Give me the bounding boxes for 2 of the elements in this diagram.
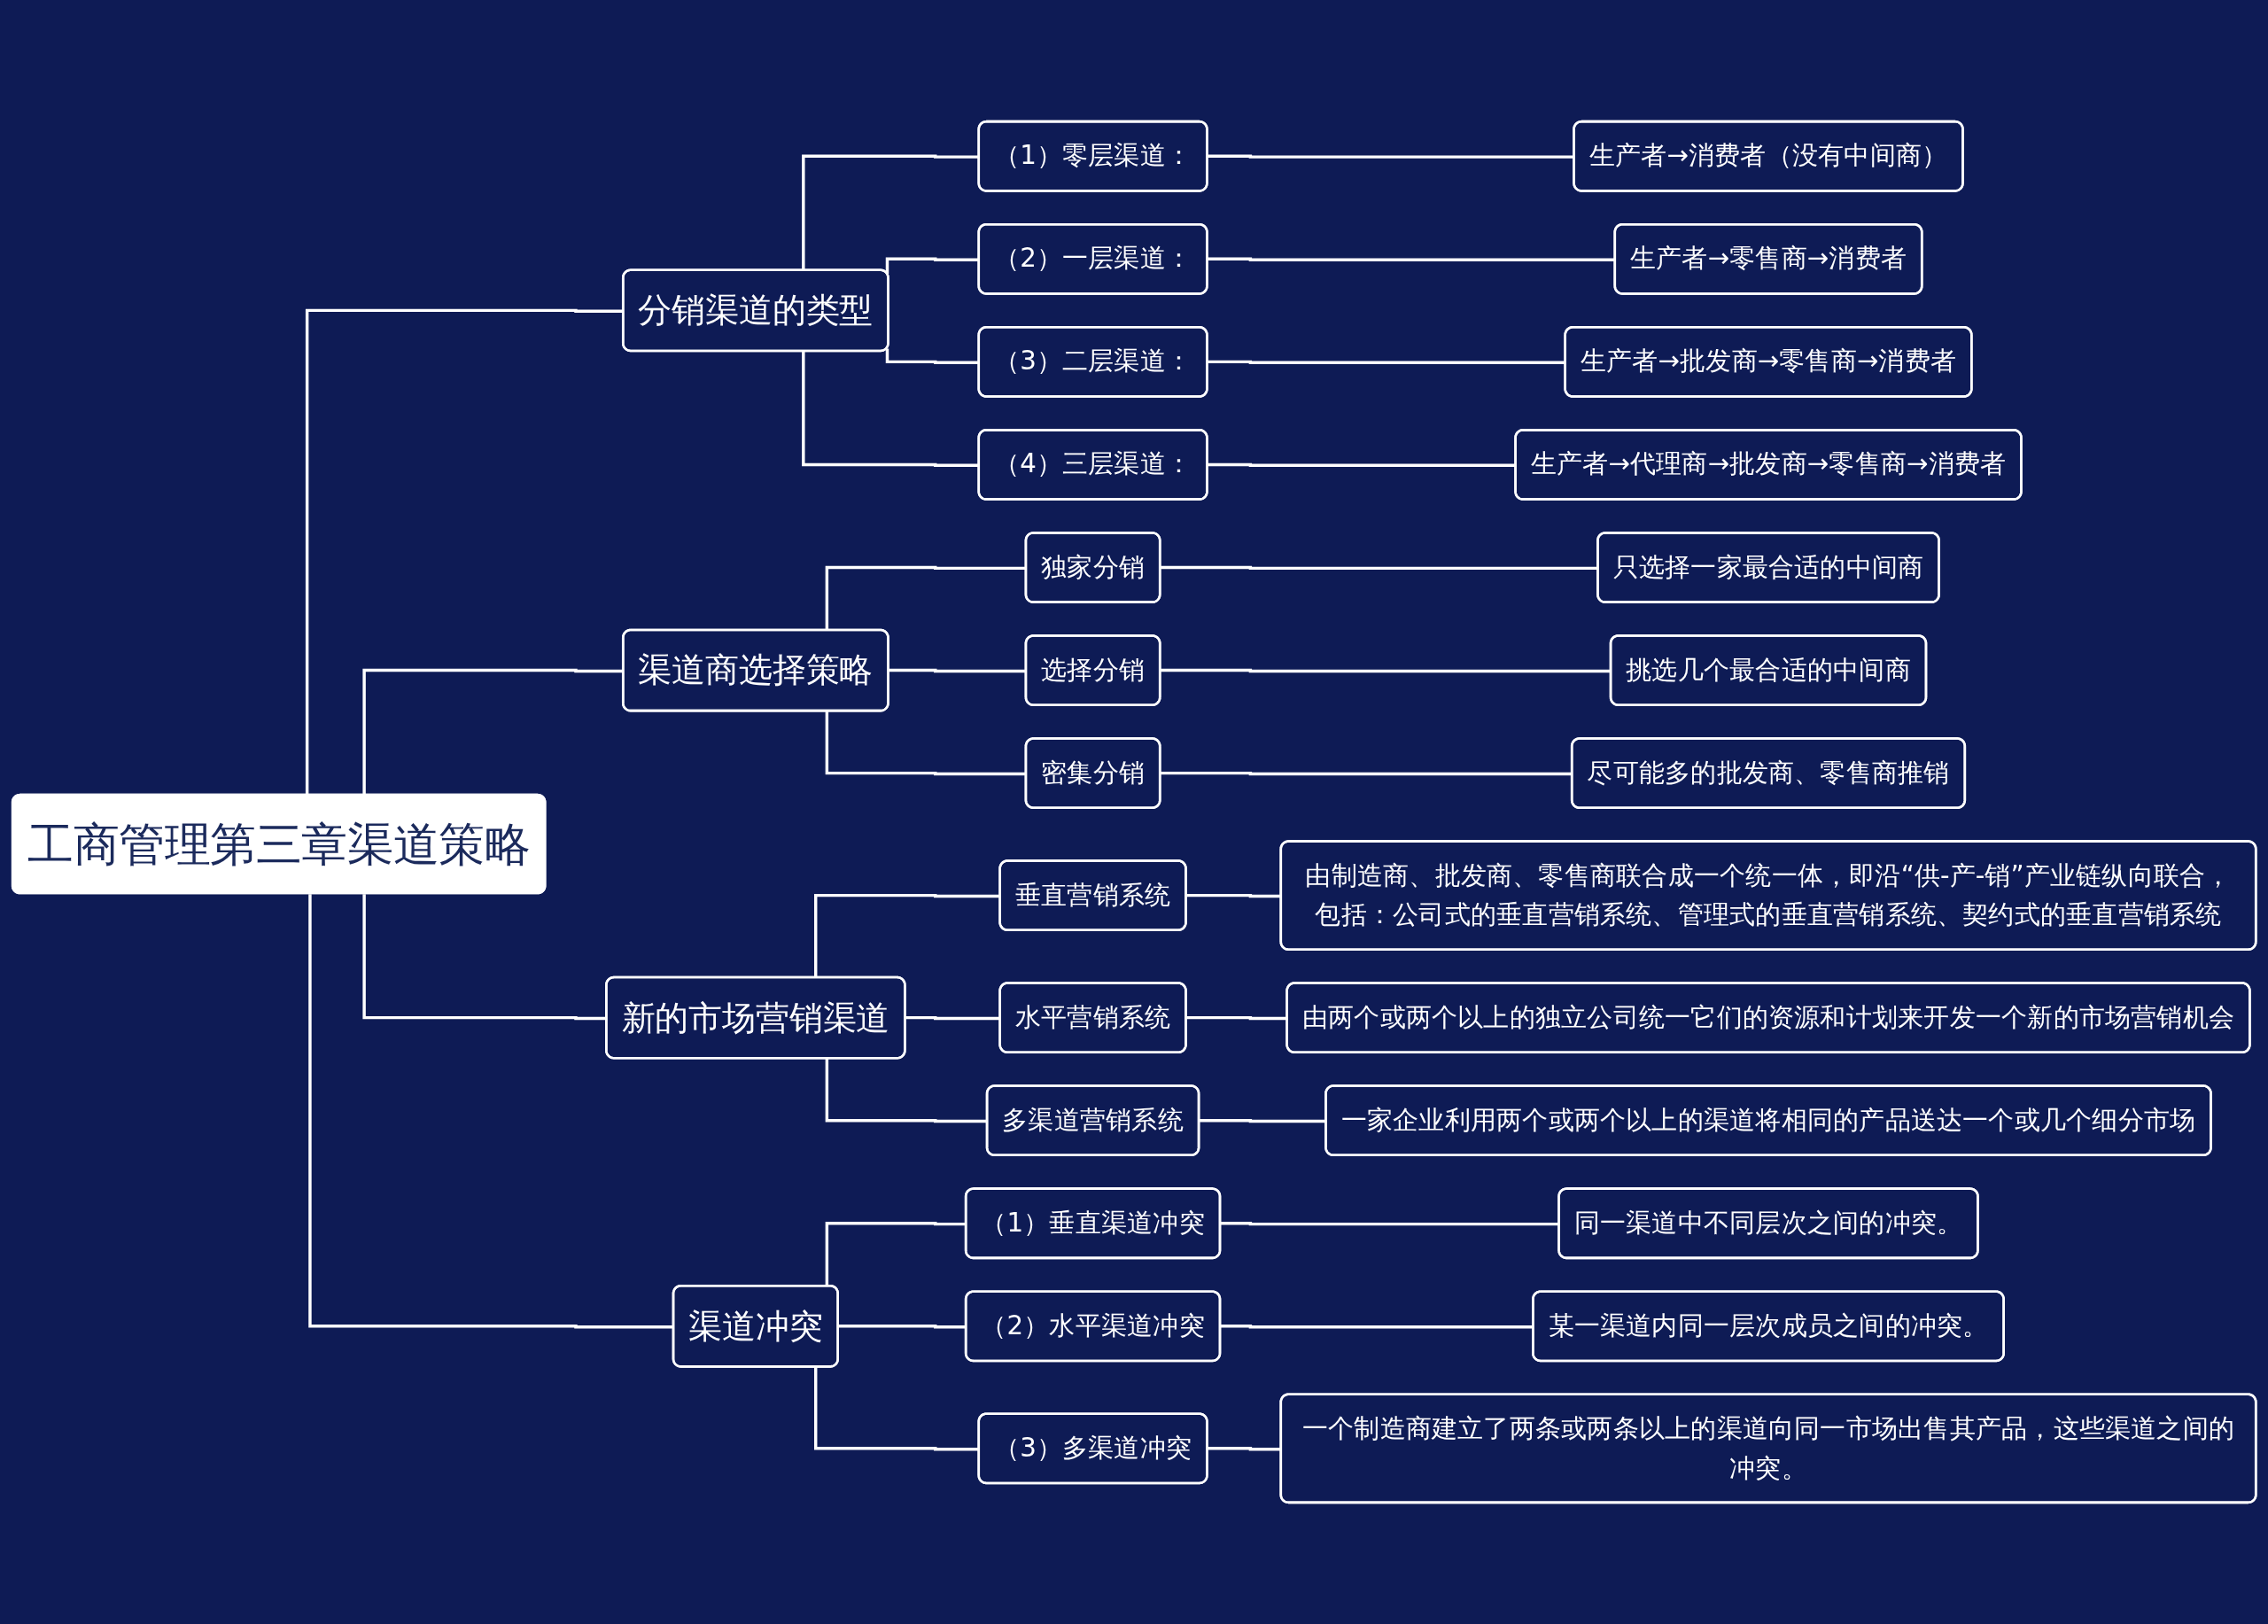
connector (308, 894, 674, 1329)
connector (825, 1059, 988, 1123)
